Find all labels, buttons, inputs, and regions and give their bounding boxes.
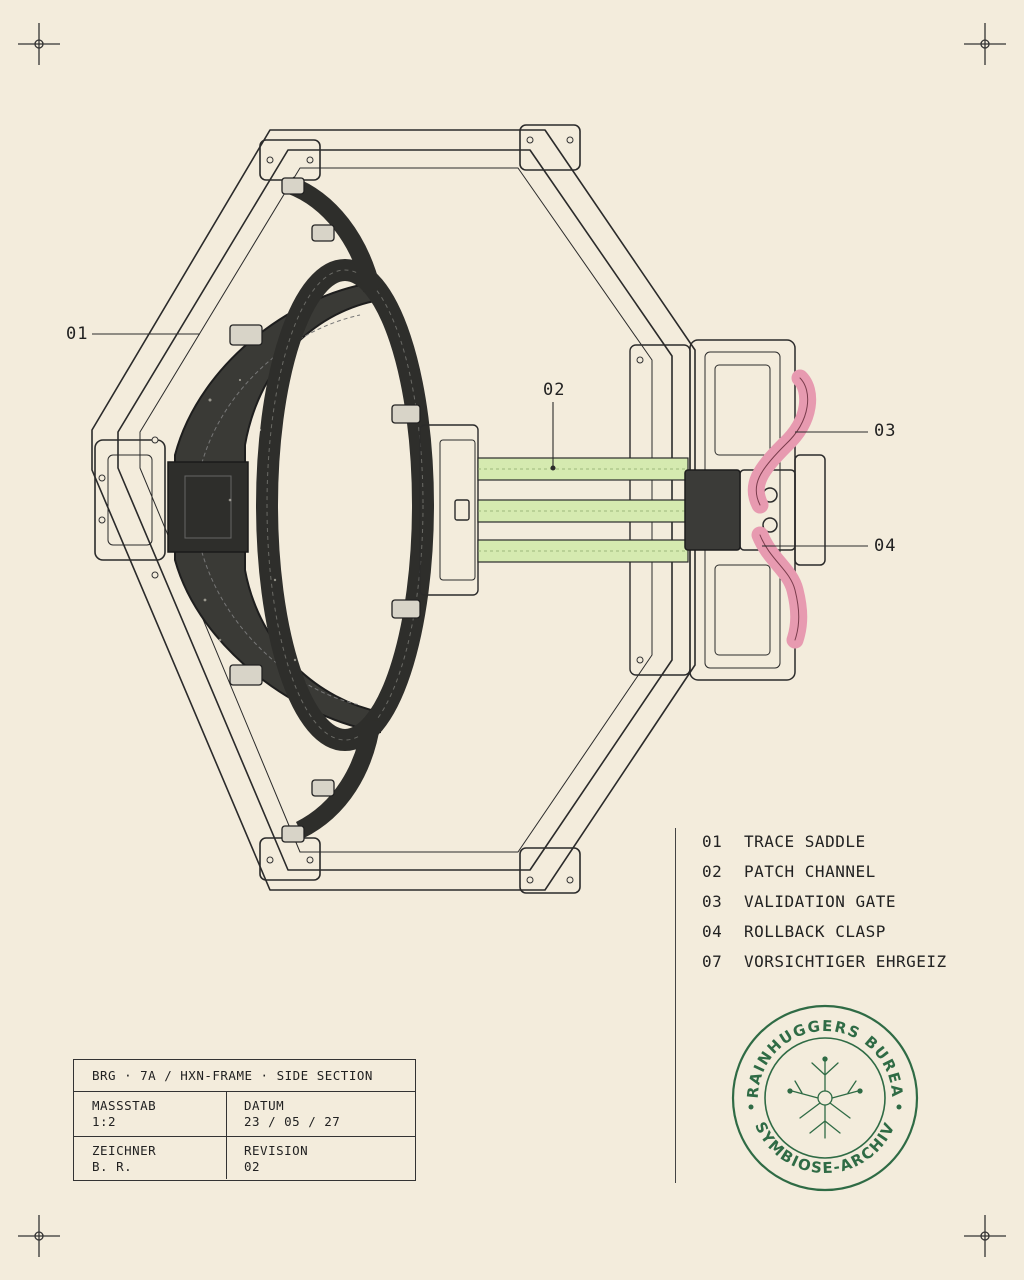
scale-value: 1:2 [92,1114,117,1129]
rollback-clasp [751,526,808,649]
legend-item: 01 TRACE SADDLE [702,832,866,851]
title-block-row: MASSSTAB 1:2 DATUM 23 / 05 / 27 [74,1092,415,1137]
legend-item: 07 VORSICHTIGER EHRGEIZ [702,952,947,971]
scale-cell: MASSSTAB 1:2 [74,1092,156,1136]
drafter-cell: ZEICHNER B. R. [74,1137,156,1179]
revision-value: 02 [244,1159,261,1174]
registration-mark-icon [964,23,1006,65]
scale-label: MASSSTAB [92,1098,157,1113]
stamp-top-text: BRAINHUGGERS BUREAU [730,1003,906,1099]
neural-tree-icon [787,1056,863,1139]
revision-label: REVISION [244,1143,309,1158]
legend-number: 07 [702,952,723,971]
legend-number: 04 [702,922,723,941]
drawing-title: BRG · 7A / HXN-FRAME · SIDE SECTION [92,1068,373,1083]
date-label: DATUM [244,1098,285,1113]
callout-04: 04 [874,536,897,556]
legend-number: 02 [702,862,723,881]
patch-channel [477,457,689,563]
revision-cell: REVISION 02 [226,1137,308,1179]
title-block: BRG · 7A / HXN-FRAME · SIDE SECTION MASS… [73,1059,416,1181]
callout-02: 02 [543,380,566,400]
legend-number: 03 [702,892,723,911]
trace-saddle [167,176,434,843]
legend-item: 04 ROLLBACK CLASP [702,922,886,941]
drafter-value: B. R. [92,1159,133,1174]
legend-item: 02 PATCH CHANNEL [702,862,876,881]
legend-number: 01 [702,832,723,851]
gate-housing [684,339,826,681]
title-block-header-row: BRG · 7A / HXN-FRAME · SIDE SECTION [74,1060,415,1092]
legend-label: PATCH CHANNEL [744,862,876,881]
date-cell: DATUM 23 / 05 / 27 [226,1092,340,1136]
legend-label: TRACE SADDLE [744,832,866,851]
archive-stamp: BRAINHUGGERS BUREAU SYMBIOSE-ARCHIV [730,1003,919,1192]
parts-legend: 01 TRACE SADDLE 02 PATCH CHANNEL 03 VALIDAT… [675,828,996,1183]
legend-label: ROLLBACK CLASP [744,922,886,941]
legend-label: VALIDATION GATE [744,892,896,911]
title-block-row: ZEICHNER B. R. REVISION 02 [74,1137,415,1179]
validation-gate [747,369,817,514]
legend-label: VORSICHTIGER EHRGEIZ [744,952,947,971]
callout-01: 01 [66,324,89,344]
date-value: 23 / 05 / 27 [244,1114,341,1129]
callout-03: 03 [874,421,897,441]
registration-mark-icon [18,23,60,65]
drafter-label: ZEICHNER [92,1143,157,1158]
registration-mark-icon [18,1215,60,1257]
registration-mark-icon [964,1215,1006,1257]
legend-item: 03 VALIDATION GATE [702,892,896,911]
